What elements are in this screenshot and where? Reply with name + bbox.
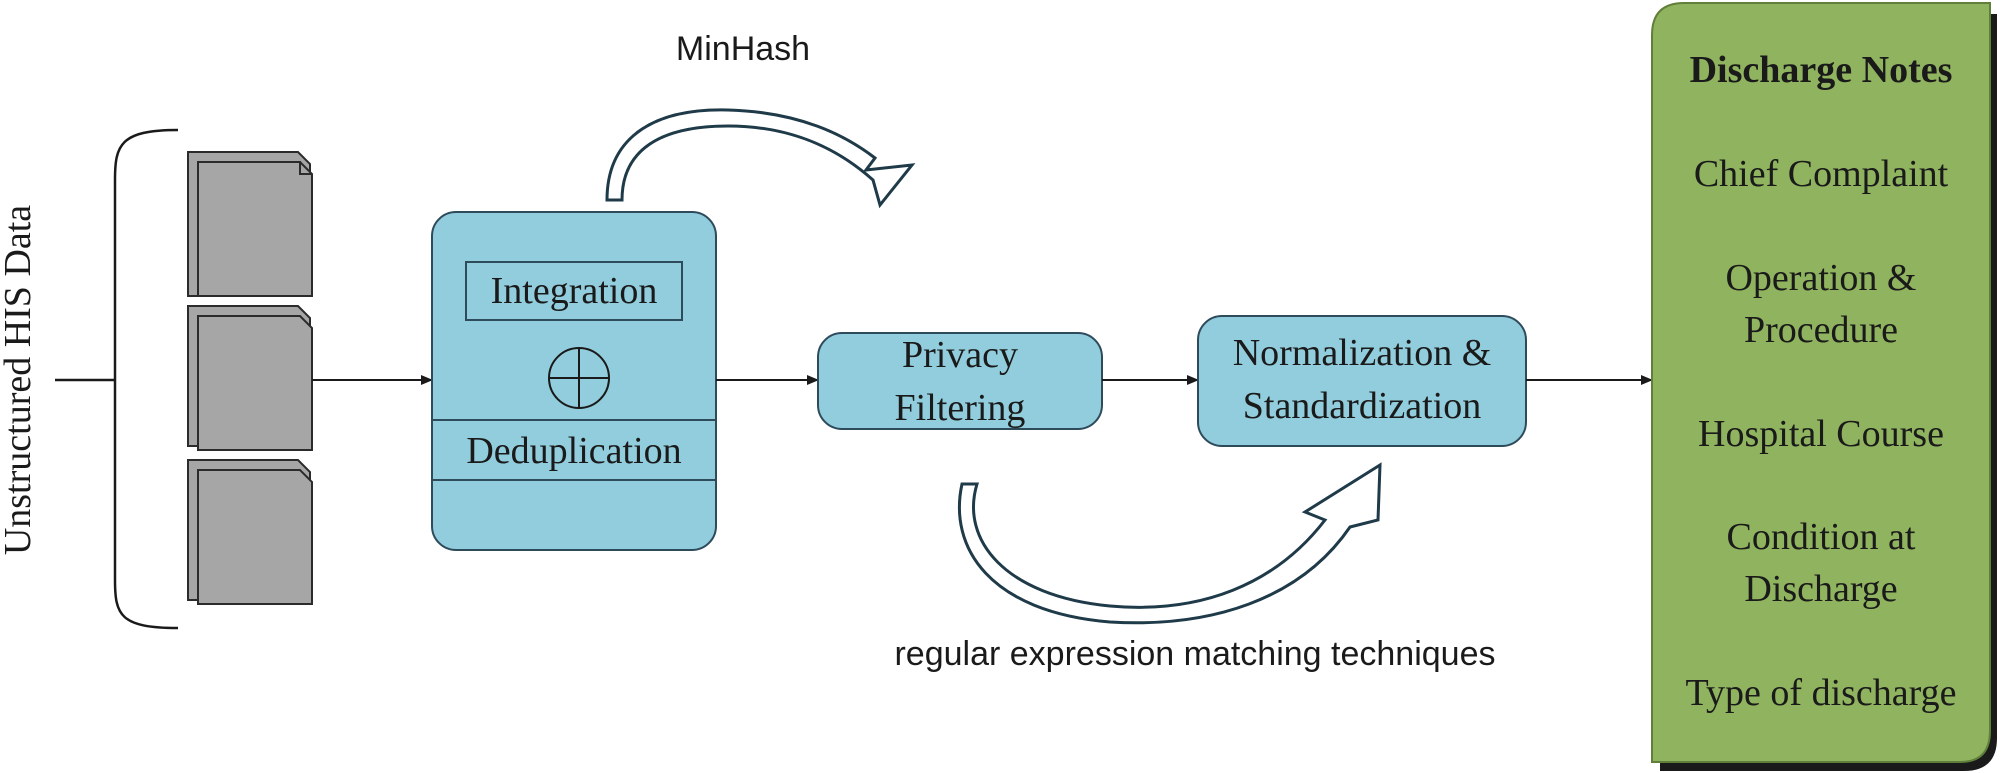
privacy-label-line2: Filtering — [895, 387, 1026, 429]
minhash-curved-arrow — [605, 108, 916, 209]
privacy-filtering-box: Privacy Filtering — [817, 332, 1103, 430]
normalization-box: Normalization & Standardization — [1197, 315, 1527, 447]
discharge-notes-title: Discharge Notes — [1690, 49, 1953, 91]
integration-box — [465, 261, 683, 321]
deduplication-label: Deduplication — [466, 430, 681, 472]
normalization-label-line2: Standardization — [1243, 385, 1481, 427]
regex-label: regular expression matching techniques — [894, 635, 1495, 673]
discharge-notes-panel: Discharge Notes Chief Complaint Operatio… — [1651, 2, 1997, 771]
regex-curved-arrow — [957, 462, 1382, 625]
output-item-condition-line1: Condition at — [1727, 516, 1916, 558]
output-item-operation-line2: Procedure — [1744, 309, 1898, 351]
minhash-label: MinHash — [676, 30, 810, 68]
output-item-chief-complaint: Chief Complaint — [1694, 153, 1949, 195]
source-label: Unstructured HIS Data — [0, 205, 39, 555]
output-item-type-of-discharge: Type of discharge — [1686, 672, 1957, 714]
document-stack — [187, 151, 313, 605]
document-icon — [187, 151, 313, 297]
merge-box: Integration Deduplication — [431, 211, 717, 551]
integration-label: Integration — [491, 270, 658, 312]
output-item-hospital-course: Hospital Course — [1698, 413, 1944, 455]
privacy-label-line1: Privacy — [902, 334, 1018, 376]
normalization-label-line1: Normalization & — [1233, 332, 1492, 374]
plus-symbol-icon — [548, 347, 610, 409]
document-icon — [187, 459, 313, 605]
output-item-operation-line1: Operation & — [1725, 257, 1916, 299]
document-icon — [187, 305, 313, 451]
output-item-condition-line2: Discharge — [1744, 568, 1897, 610]
source-bracket — [55, 128, 179, 630]
